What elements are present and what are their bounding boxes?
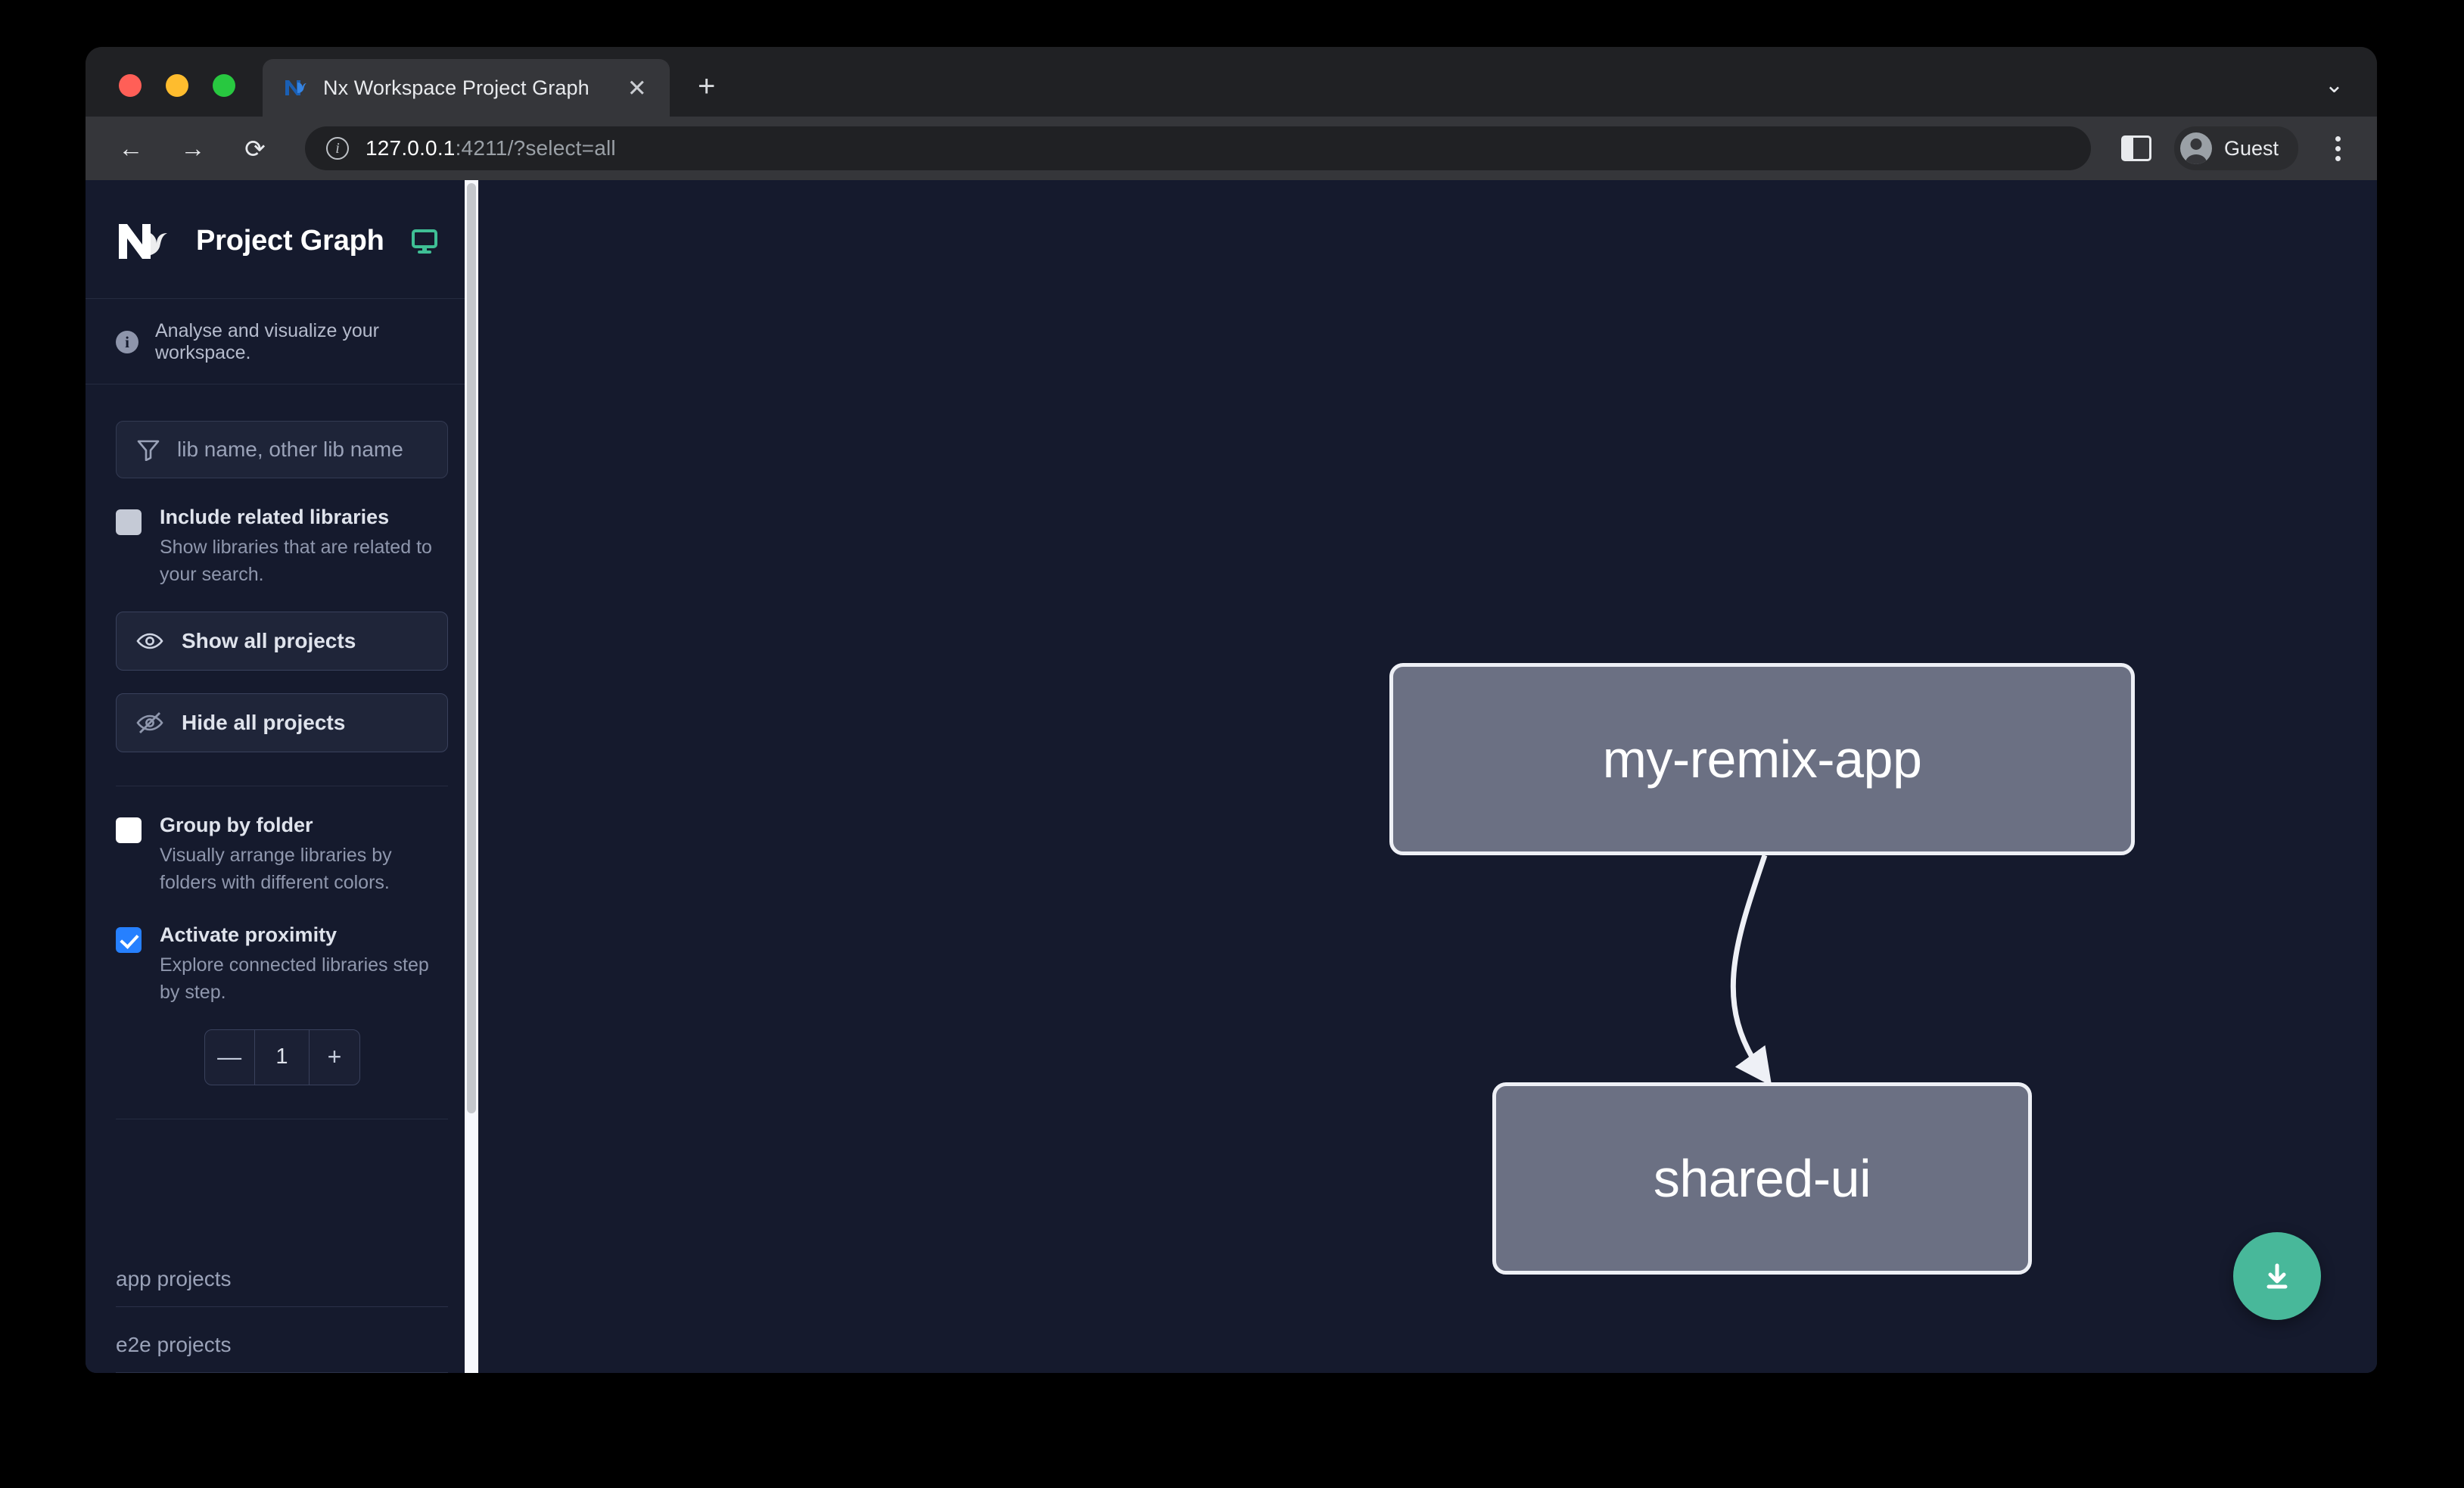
chevron-down-icon[interactable]: ⌄	[2324, 73, 2344, 98]
tab-title: Nx Workspace Project Graph	[323, 76, 590, 99]
graph-node-my-remix-app[interactable]: my-remix-app	[1389, 663, 2135, 855]
option-description: Show libraries that are related to your …	[160, 537, 432, 586]
kebab-menu-icon[interactable]	[2321, 129, 2354, 168]
sidebar: Project Graph i Analyse and visualize yo…	[86, 180, 478, 1373]
sidebar-note: i Analyse and visualize your workspace.	[86, 299, 478, 384]
download-icon	[2266, 1263, 2288, 1289]
info-circle-icon[interactable]: i	[326, 137, 349, 160]
proximity-stepper: — 1 +	[204, 1029, 360, 1085]
url-text: 127.0.0.1:4211/?select=all	[366, 136, 616, 160]
eye-off-icon	[136, 709, 163, 736]
person-avatar-icon	[2179, 132, 2212, 164]
minimize-window-button[interactable]	[166, 74, 188, 97]
new-tab-button[interactable]: +	[698, 70, 716, 103]
option-label: Activate proximity	[160, 923, 338, 946]
filter-funnel-icon	[136, 438, 160, 462]
sidebar-project-sections: app projects e2e projects	[86, 1241, 478, 1373]
sidebar-note-text: Analyse and visualize your workspace.	[155, 320, 379, 363]
eye-icon	[136, 627, 163, 655]
window-controls	[86, 74, 235, 117]
profile-button[interactable]: Guest	[2173, 126, 2298, 170]
section-app-projects[interactable]: app projects	[116, 1241, 448, 1307]
maximize-window-button[interactable]	[213, 74, 235, 97]
option-group-by-folder[interactable]: Group by folder Visually arrange librari…	[116, 814, 448, 897]
url-host: 127.0.0.1	[366, 136, 456, 160]
button-label: Show all projects	[182, 628, 356, 652]
hide-all-projects-button[interactable]: Hide all projects	[116, 693, 448, 752]
option-label: Include related libraries	[160, 506, 390, 528]
monitor-icon[interactable]	[410, 226, 439, 255]
option-description: Visually arrange libraries by folders wi…	[160, 844, 392, 893]
option-label: Group by folder	[160, 813, 313, 836]
reload-icon[interactable]: ⟳	[244, 134, 266, 163]
address-bar[interactable]: i 127.0.0.1:4211/?select=all	[305, 126, 2091, 170]
option-description: Explore connected libraries step by step…	[160, 954, 429, 1004]
nx-favicon-icon	[282, 75, 308, 101]
close-window-button[interactable]	[119, 74, 142, 97]
sidebar-header: Project Graph	[86, 180, 478, 299]
section-e2e-projects[interactable]: e2e projects	[116, 1307, 448, 1373]
arrow-left-icon[interactable]: ←	[118, 134, 144, 162]
arrow-right-icon[interactable]: →	[180, 134, 206, 162]
page-title: Project Graph	[196, 224, 384, 257]
show-all-projects-button[interactable]: Show all projects	[116, 611, 448, 671]
url-path: :4211/?select=all	[455, 136, 616, 160]
checkbox-include-related-libraries[interactable]	[116, 509, 142, 535]
info-icon: i	[116, 331, 138, 353]
browser-tab[interactable]: Nx Workspace Project Graph ✕	[263, 59, 670, 117]
stepper-value: 1	[254, 1029, 310, 1085]
stepper-increment-button[interactable]: +	[327, 1043, 342, 1070]
button-label: Hide all projects	[182, 710, 346, 734]
stepper-decrement-button[interactable]: —	[217, 1043, 242, 1070]
sidebar-scrollbar[interactable]	[465, 180, 478, 1373]
profile-label: Guest	[2223, 136, 2279, 160]
app-body: Project Graph i Analyse and visualize yo…	[86, 180, 2377, 1373]
nx-logo-icon	[116, 219, 170, 262]
option-include-related-libraries[interactable]: Include related libraries Show libraries…	[116, 506, 448, 589]
project-graph-canvas[interactable]: my-remix-app shared-ui	[478, 180, 2377, 1373]
sidebar-controls: lib name, other lib name Include related…	[86, 384, 478, 1241]
search-input[interactable]: lib name, other lib name	[116, 421, 448, 478]
close-icon[interactable]: ✕	[627, 74, 647, 101]
search-placeholder: lib name, other lib name	[177, 437, 403, 461]
checkbox-group-by-folder[interactable]	[116, 817, 142, 843]
node-label: shared-ui	[1653, 1149, 1871, 1208]
graph-node-shared-ui[interactable]: shared-ui	[1492, 1082, 2032, 1275]
tab-strip: Nx Workspace Project Graph ✕ + ⌄	[86, 47, 2377, 117]
checkbox-activate-proximity[interactable]	[116, 927, 142, 953]
side-panel-icon[interactable]	[2120, 135, 2151, 161]
browser-window: Nx Workspace Project Graph ✕ + ⌄ ← → ⟳ i…	[86, 47, 2377, 1373]
download-graph-button[interactable]	[2233, 1232, 2321, 1320]
browser-toolbar: ← → ⟳ i 127.0.0.1:4211/?select=all Guest	[86, 117, 2377, 180]
option-activate-proximity[interactable]: Activate proximity Explore connected lib…	[116, 923, 448, 1007]
edge-my-remix-app-to-shared-ui	[1730, 854, 1772, 1087]
node-label: my-remix-app	[1602, 730, 1922, 789]
scrollbar-thumb[interactable]	[467, 183, 476, 1114]
